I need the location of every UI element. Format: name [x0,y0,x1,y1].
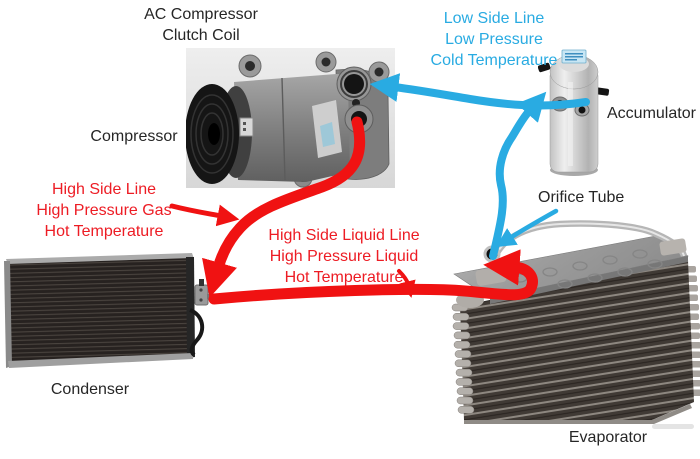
artifact-smudge [652,424,694,429]
clutch-coil-label-line1: AC Compressor [144,6,258,23]
high-side-gas-line2: High Pressure Gas [36,202,172,219]
condenser-photo [4,252,216,378]
high-side-gas-line1: High Side Line [51,181,157,198]
evaporator-illustration [451,220,700,424]
high-side-liquid-line2: High Pressure Liquid [269,248,419,265]
condenser-label: Condenser [50,381,130,398]
orifice-tube-label: Orifice Tube [538,189,625,206]
clutch-coil-label: AC Compressor Clutch Coil [144,4,258,46]
compressor-label: Compressor [90,128,178,145]
high-side-gas-annotation: High Side Line High Pressure Gas Hot Tem… [36,179,171,242]
compressor-photo [185,48,395,188]
low-side-annotation: Low Side Line Low Pressure Cold Temperat… [431,8,558,71]
high-side-gas-line3: Hot Temperature [44,223,164,240]
accumulator-label: Accumulator [607,105,696,122]
high-side-liquid-line1: High Side Liquid Line [268,227,420,244]
high-side-gas-pointer-arrow [169,203,240,227]
low-side-line1: Low Side Line [443,10,545,27]
low-side-line3: Cold Temperature [430,52,558,69]
evaporator-left-scallops [451,303,475,414]
evaporator-label: Evaporator [568,429,648,446]
compressor-illustration [185,48,395,188]
high-side-liquid-line3: Hot Temperature [284,269,404,286]
high-side-liquid-annotation: High Side Liquid Line High Pressure Liqu… [268,225,419,288]
evaporator-photo [440,216,700,428]
condenser-illustration [4,253,215,368]
clutch-coil-label-line2: Clutch Coil [162,27,240,44]
low-side-line2: Low Pressure [445,31,543,48]
